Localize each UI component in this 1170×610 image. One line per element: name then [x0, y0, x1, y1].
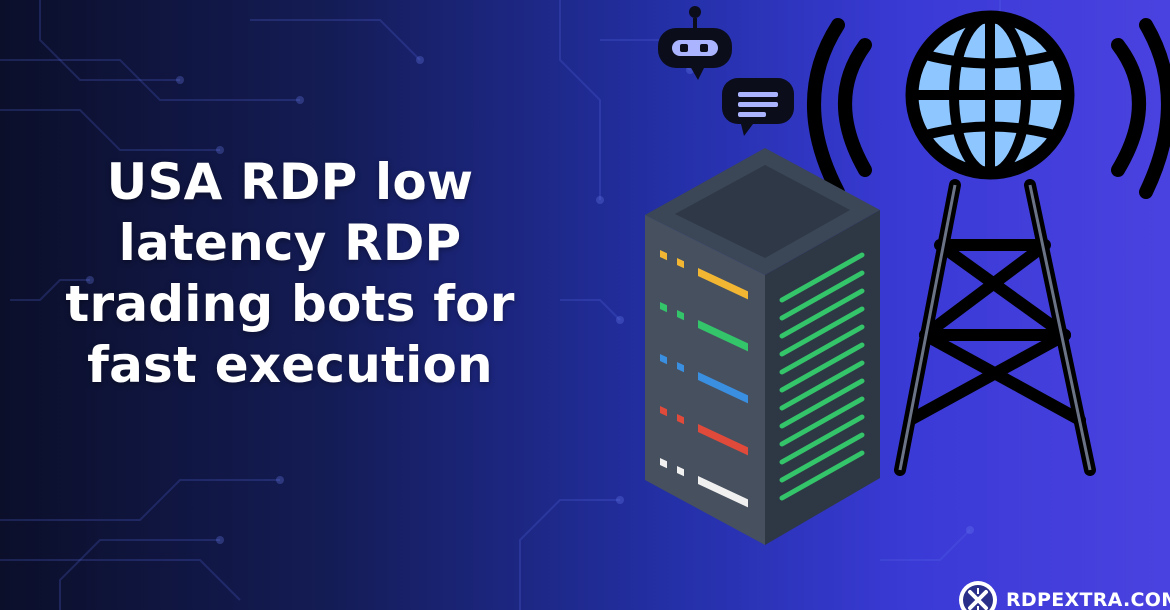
x-logo-icon — [959, 581, 997, 610]
server-unit-4 — [660, 406, 748, 456]
robot-chat-icon — [658, 6, 732, 80]
server-unit-5 — [660, 458, 748, 508]
headline-line-3: trading bots for — [65, 275, 515, 333]
globe-tower-icon — [807, 10, 1170, 476]
server-unit-2 — [660, 302, 748, 352]
headline-line-1: USA RDP low — [106, 153, 474, 211]
chat-bubble-icon — [722, 78, 794, 136]
headline-line-4: fast execution — [87, 336, 493, 394]
brand-footer: RDPEXTRA.COM — [958, 580, 1170, 610]
server-unit-3 — [660, 354, 748, 404]
server-side-vents — [779, 252, 865, 501]
brand-name: RDPEXTRA.COM — [1006, 589, 1170, 610]
headline: USA RDP low latency RDP trading bots for… — [20, 152, 560, 396]
server-unit-1 — [660, 250, 748, 300]
server-rack-icon — [645, 148, 880, 545]
headline-line-2: latency RDP — [118, 214, 462, 272]
